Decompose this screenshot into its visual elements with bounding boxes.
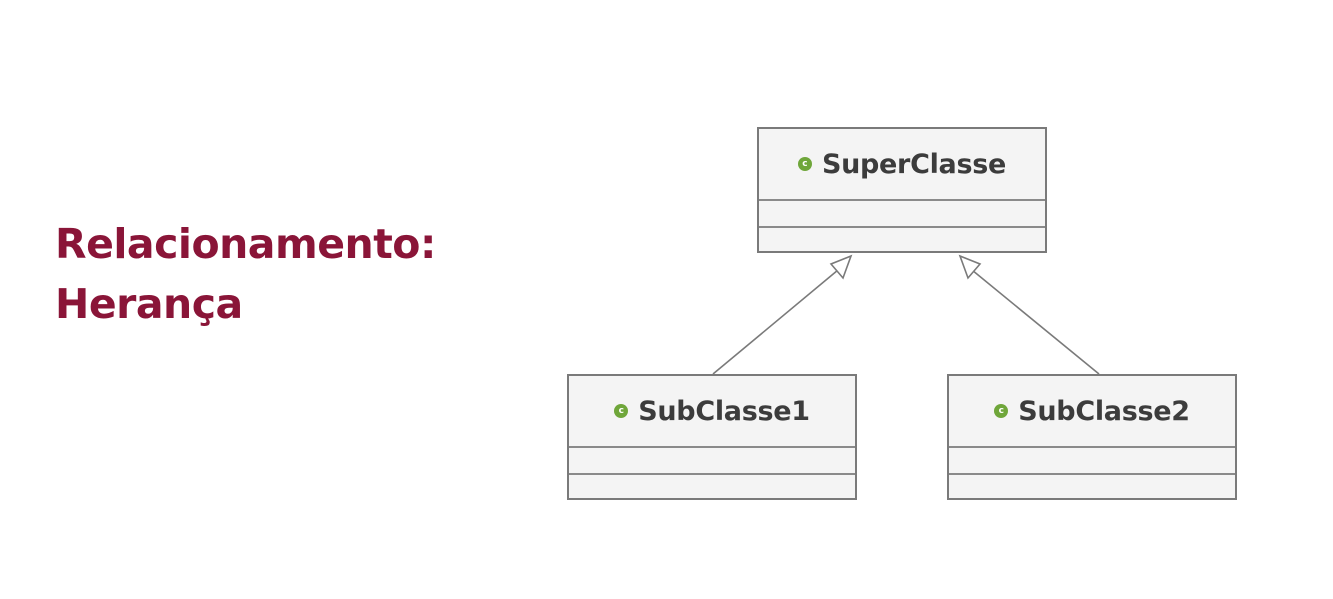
inheritance-line-subclasse1 [712, 269, 839, 375]
attributes-compartment [569, 448, 855, 475]
class-c-icon: c [797, 157, 812, 171]
generalization-arrowhead-subclasse2 [958, 254, 982, 280]
class-name-row: c SuperClasse [759, 129, 1045, 201]
class-name: SubClasse1 [638, 395, 810, 427]
slide-title: Relacionamento: Herança [55, 214, 436, 334]
generalization-arrowhead-subclasse1 [829, 254, 853, 280]
attributes-compartment [759, 201, 1045, 228]
class-box-subclasse2[interactable]: c SubClasse2 [947, 374, 1237, 500]
attributes-compartment [949, 448, 1235, 475]
methods-compartment [759, 228, 1045, 251]
title-line-2: Herança [55, 280, 243, 328]
class-name: SuperClasse [821, 148, 1007, 180]
title-line-1: Relacionamento: [55, 220, 436, 268]
inheritance-line-subclasse2 [971, 269, 1100, 375]
methods-compartment [949, 475, 1235, 498]
class-c-icon: c [614, 404, 629, 418]
class-name: SubClasse2 [1018, 395, 1190, 427]
class-name-row: c SubClasse2 [949, 376, 1235, 448]
class-name-row: c SubClasse1 [569, 376, 855, 448]
class-box-subclasse1[interactable]: c SubClasse1 [567, 374, 857, 500]
class-c-icon: c [994, 404, 1009, 418]
methods-compartment [569, 475, 855, 498]
class-box-superclasse[interactable]: c SuperClasse [757, 127, 1047, 253]
